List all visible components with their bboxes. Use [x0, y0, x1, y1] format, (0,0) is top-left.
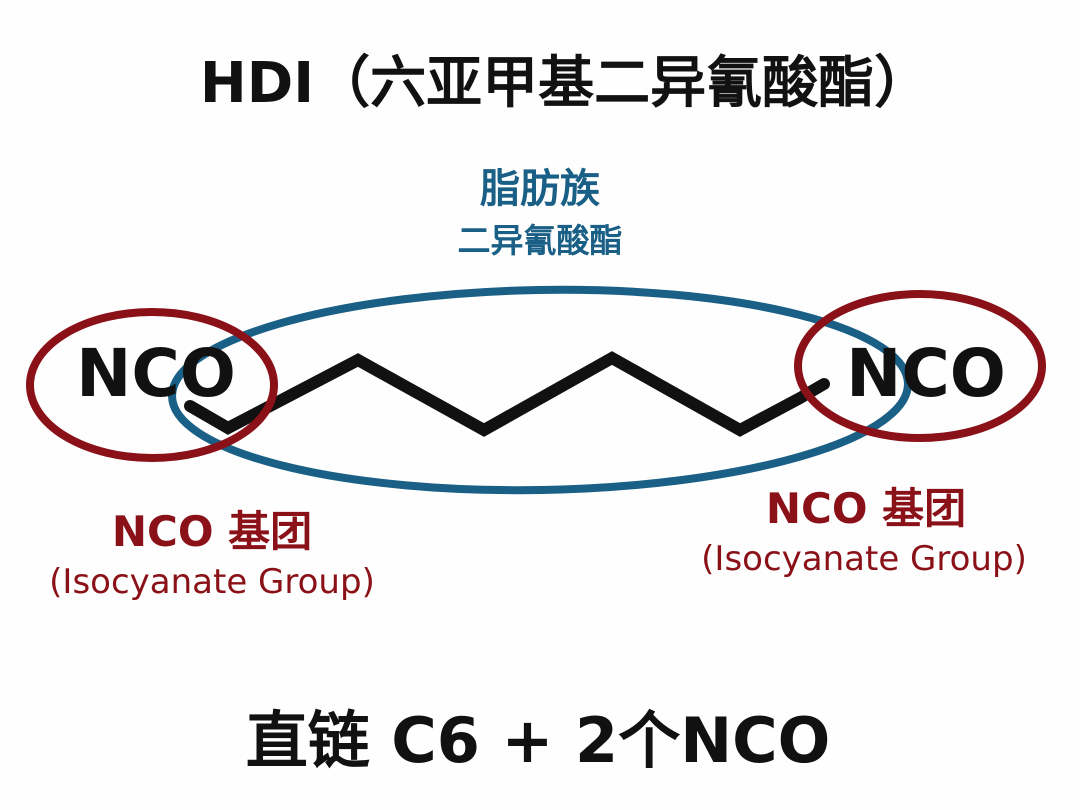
aliphatic-label-line1: 脂肪族: [480, 166, 600, 212]
aliphatic-chain-ellipse: [168, 285, 912, 495]
diagram-title: HDI（六亚甲基二异氰酸酯）: [200, 51, 930, 116]
summary-text: 直链 C6 + 2个NCO: [246, 704, 831, 777]
right-nco-circle: [794, 290, 1046, 442]
left-nco-label: NCO 基团: [112, 507, 312, 556]
left-nco-label-en: (Isocyanate Group): [49, 562, 375, 602]
right-nco-formula: NCO: [846, 335, 1006, 412]
left-nco-circle: [26, 308, 278, 462]
aliphatic-label-line2: 二异氰酸酯: [458, 221, 623, 260]
hexamethylene-chain: [184, 351, 830, 437]
right-nco-label-en: (Isocyanate Group): [701, 539, 1027, 579]
right-nco-label: NCO 基团: [766, 484, 966, 533]
left-nco-formula: NCO: [76, 335, 236, 412]
